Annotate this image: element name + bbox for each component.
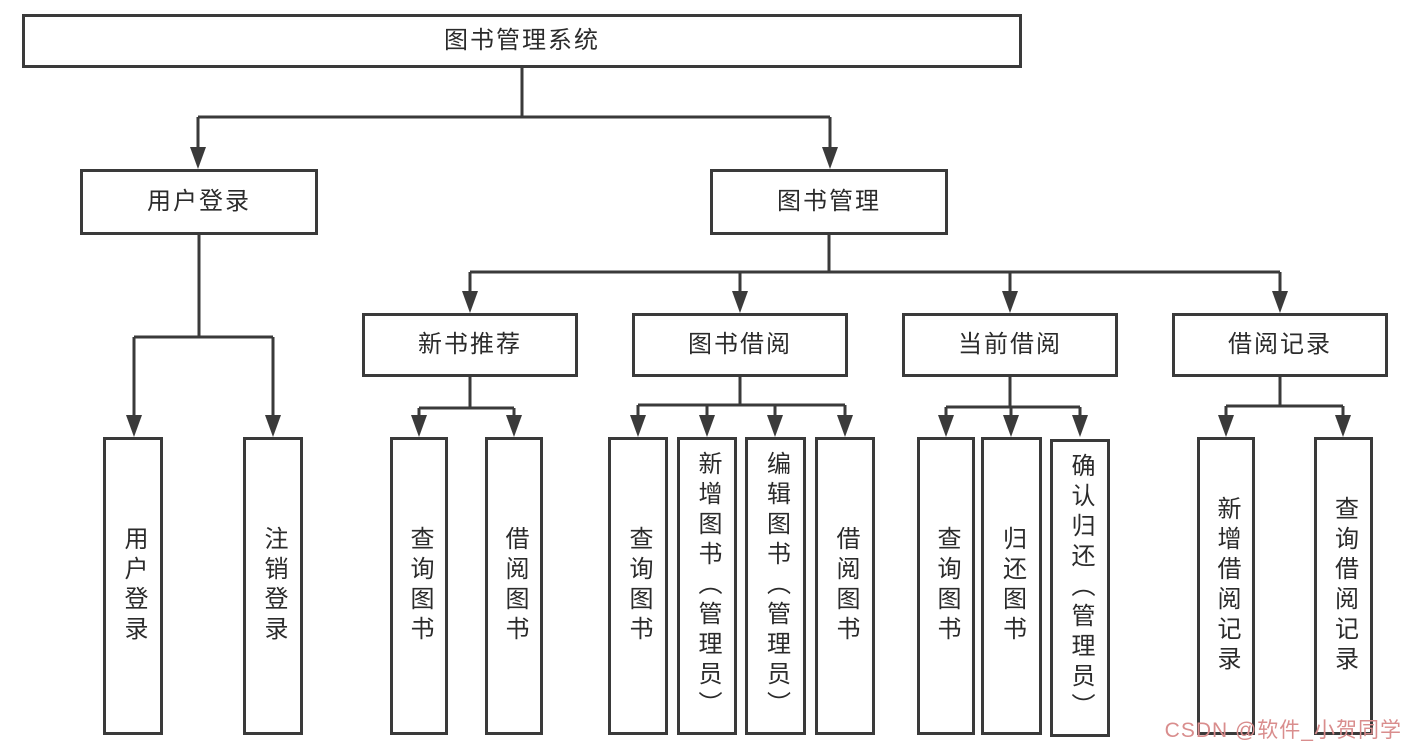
leaf-borrow-book-2: 借阅图书 bbox=[815, 437, 875, 735]
leaf-add-borrow-record: 新增借阅记录 bbox=[1197, 437, 1255, 735]
node-root: 图书管理系统 bbox=[22, 14, 1022, 68]
leaf-logout: 注销登录 bbox=[243, 437, 303, 735]
leaf-query-book-2: 查询图书 bbox=[608, 437, 668, 735]
leaf-add-book-admin: 新增图书（管理员） bbox=[677, 437, 737, 735]
leaf-query-book-3: 查询图书 bbox=[917, 437, 975, 735]
leaf-user-login: 用户登录 bbox=[103, 437, 163, 735]
node-record: 借阅记录 bbox=[1172, 313, 1388, 377]
node-book-mgmt: 图书管理 bbox=[710, 169, 948, 235]
csdn-watermark: CSDN @软件_小贺同学 bbox=[1164, 719, 1402, 742]
leaf-edit-book-admin: 编辑图书（管理员） bbox=[745, 437, 806, 735]
leaf-borrow-book-1: 借阅图书 bbox=[485, 437, 543, 735]
node-user-login: 用户登录 bbox=[80, 169, 318, 235]
node-borrow: 图书借阅 bbox=[632, 313, 848, 377]
leaf-return-book: 归还图书 bbox=[981, 437, 1042, 735]
leaf-confirm-return-admin: 确认归还（管理员） bbox=[1050, 439, 1110, 737]
node-new-book: 新书推荐 bbox=[362, 313, 578, 377]
leaf-query-book-1: 查询图书 bbox=[390, 437, 448, 735]
leaf-query-borrow-record: 查询借阅记录 bbox=[1314, 437, 1373, 735]
node-current: 当前借阅 bbox=[902, 313, 1118, 377]
